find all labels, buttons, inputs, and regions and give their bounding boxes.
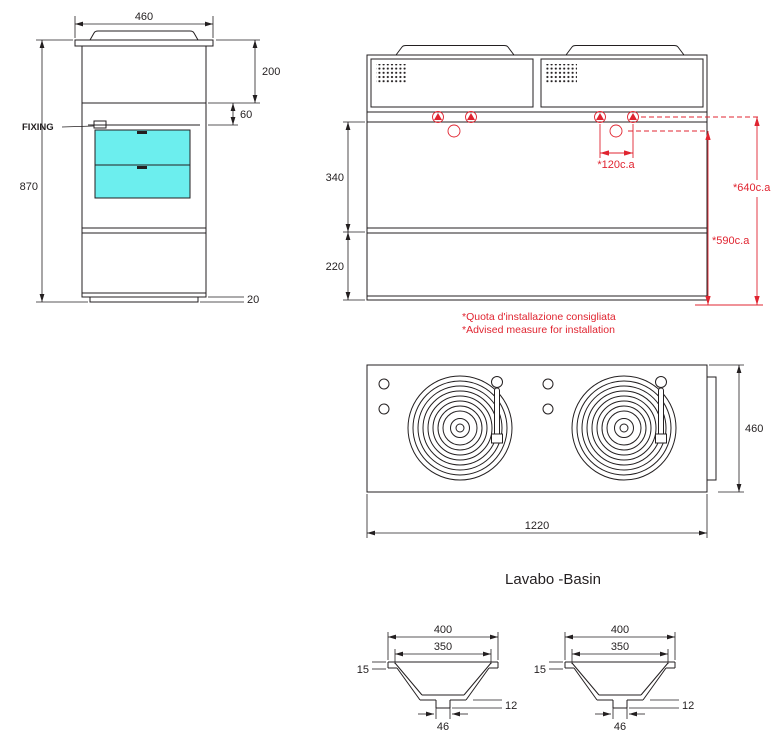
- side-total-height-dim: 870: [20, 181, 38, 193]
- hole-spacing-dim: *120c.a: [597, 159, 635, 171]
- drawer-highlight: [94, 129, 191, 199]
- side-countertop: [74, 39, 214, 47]
- top-depth-dim: 460: [745, 423, 763, 435]
- install-height-bottom-dim: *590c.a: [712, 235, 750, 247]
- front-basin-left-profile: [395, 45, 515, 56]
- side-plinth: [89, 297, 199, 303]
- front-lower-dim: 220: [326, 261, 344, 273]
- section-title: Lavabo -Basin: [505, 571, 601, 588]
- back-ledge: [706, 376, 717, 481]
- vent-grid-left: [376, 64, 407, 84]
- side-basin-profile: [89, 30, 199, 41]
- top-view: 460 1220: [366, 364, 763, 538]
- basin-right-rings: [571, 375, 677, 481]
- side-plinth-dim: 20: [247, 294, 259, 306]
- basin-profile: [387, 661, 499, 709]
- faucet-right: [655, 376, 667, 444]
- fixing-leader-line: [61, 125, 95, 128]
- front-top-panel-left: [370, 58, 534, 108]
- tap-hole: [542, 403, 554, 415]
- top-width-dim: 1220: [525, 520, 549, 532]
- install-height-top-dim: *640c.a: [733, 182, 771, 194]
- basin-outer-width-dim: 400: [611, 624, 629, 636]
- fixing-hole-right: [609, 124, 623, 138]
- side-width-dim: 460: [135, 11, 153, 23]
- fixing-bracket: [93, 120, 107, 129]
- basin-drain-dim: 46: [614, 721, 626, 733]
- faucet-left: [491, 376, 503, 444]
- basin-bottom-dim: 12: [505, 700, 517, 712]
- basin-outer-width-dim: 400: [434, 624, 452, 636]
- drawer-handle-top: [137, 131, 147, 134]
- front-basin-right-profile: [565, 45, 685, 56]
- note-english: *Advised measure for installation: [462, 324, 615, 336]
- front-view: *120c.a 340 220 *640c.a *590c.a *Quota d…: [326, 45, 771, 336]
- tap-hole: [542, 378, 554, 390]
- basin-drain-dim: 46: [437, 721, 449, 733]
- fixing-hole-left: [447, 124, 461, 138]
- tap-hole: [378, 403, 390, 415]
- side-cabinet-outline: [81, 46, 207, 298]
- basin-section-right: 400 350 15 12: [534, 624, 695, 733]
- basin-inner-width-dim: 350: [611, 641, 629, 653]
- front-upper-dim: 340: [326, 172, 344, 184]
- drawer-handle-bottom: [137, 166, 147, 169]
- fixing-label: FIXING: [22, 122, 54, 133]
- basin-section-left: 400 350 15 12: [357, 624, 518, 733]
- tap-hole: [378, 378, 390, 390]
- vent-grid-right: [546, 64, 577, 84]
- basin-profile: [564, 661, 676, 709]
- fixing-point-markers: [432, 111, 639, 138]
- basin-rim-dim: 15: [357, 664, 369, 676]
- side-view: 460 200 60 870 20 FIXING: [20, 11, 281, 306]
- side-gap-dim: 60: [240, 109, 252, 121]
- side-top-height-dim: 200: [262, 66, 280, 78]
- basin-rim-dim: 15: [534, 664, 546, 676]
- front-top-panel-right: [540, 58, 704, 108]
- note-italian: *Quota d'installazione consigliata: [462, 311, 616, 323]
- front-cabinet-outline: [366, 54, 708, 301]
- basin-inner-width-dim: 350: [434, 641, 452, 653]
- basin-bottom-dim: 12: [682, 700, 694, 712]
